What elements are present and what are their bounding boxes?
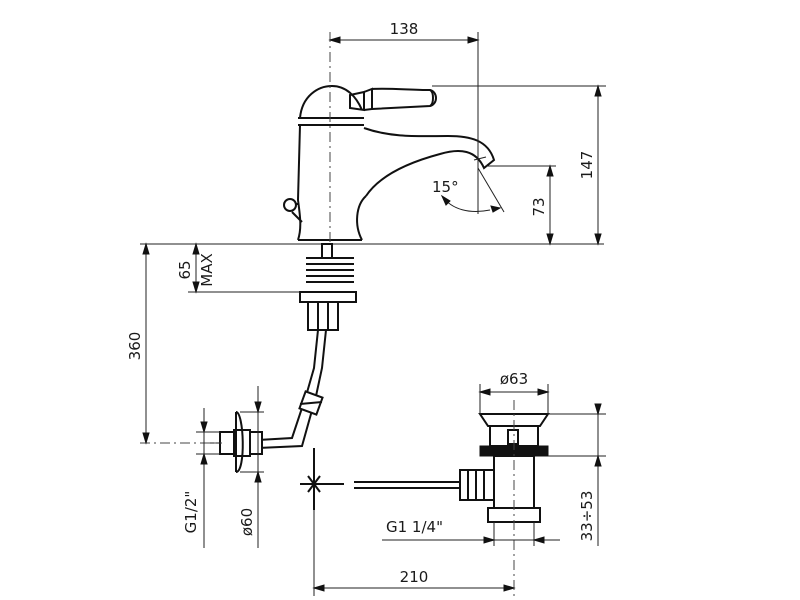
dim-drain-diameter-label: ø63 — [500, 370, 528, 388]
inlet-connection — [200, 411, 263, 473]
dimension-angle: 15° — [432, 167, 505, 213]
dimension-thread-half: G1/2" — [182, 408, 220, 548]
flexible-hose — [257, 329, 327, 449]
dimension-thread-drain: G1 1/4" — [382, 518, 560, 546]
dimension-spout-reach: 138 — [328, 20, 480, 214]
dim-deck-max-label: MAX — [198, 253, 216, 286]
dimension-height-total: 147 — [432, 84, 606, 246]
dim-angle-label: 15° — [432, 178, 459, 196]
dimension-drain-diameter: ø63 — [478, 370, 550, 414]
dimension-hose: 360 — [126, 242, 150, 445]
dim-overall-width-label: 210 — [400, 568, 429, 586]
dimension-overall-width: 210 — [312, 510, 516, 596]
dimension-rosette: ø60 — [238, 386, 264, 548]
dim-hose-label: 360 — [126, 332, 144, 361]
lever-handle — [349, 87, 437, 112]
drain-assembly — [459, 413, 550, 523]
popup-rod — [300, 448, 462, 510]
dim-drain-range-label: 33÷53 — [578, 491, 596, 542]
dim-rosette-label: ø60 — [238, 508, 256, 536]
faucet-body — [296, 84, 496, 241]
dim-height-spout-label: 73 — [530, 197, 548, 216]
dim-thread-drain-label: G1 1/4" — [386, 518, 443, 536]
dim-deck-label: 65 — [176, 260, 194, 279]
dim-height-total-label: 147 — [578, 151, 596, 180]
dim-thread-half-label: G1/2" — [182, 491, 200, 534]
dimension-height-spout: 73 — [486, 164, 556, 246]
dimension-deck: 65 MAX — [176, 242, 300, 294]
dim-spout-reach-label: 138 — [390, 20, 419, 38]
dimension-drain-range: 33÷53 — [548, 403, 606, 546]
under-deck-fixing — [299, 243, 357, 331]
popup-knob — [283, 198, 303, 223]
